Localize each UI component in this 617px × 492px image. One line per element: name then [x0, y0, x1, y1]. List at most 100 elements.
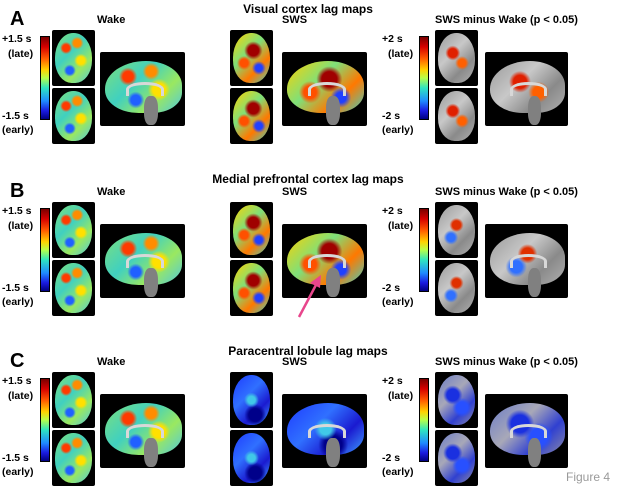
brainstem	[326, 96, 340, 125]
scale-bottom-label: -2 s	[382, 452, 401, 464]
colorbar	[419, 378, 429, 462]
row-title: Medial prefrontal cortex lag maps	[212, 172, 404, 186]
brain-activation-map	[438, 433, 475, 483]
colorbar	[419, 36, 429, 120]
axial-brain-slice	[435, 30, 478, 86]
scale-top-sub: (late)	[8, 220, 34, 232]
brain-activation-map	[233, 263, 270, 313]
corpus-callosum	[307, 253, 346, 269]
panel-title: SWS minus Wake (p < 0.05)	[435, 14, 578, 26]
brain-activation-map	[438, 375, 475, 425]
colorbar	[419, 208, 429, 292]
scale-top-sub: (late)	[8, 390, 34, 402]
brain-activation-map	[438, 263, 475, 313]
axial-brain-slice	[52, 202, 95, 258]
scale-top-label: +2 s	[382, 33, 403, 45]
sagittal-brain-slice	[100, 52, 185, 126]
brain-activation-map	[55, 33, 92, 83]
colorbar	[40, 36, 50, 120]
sagittal-brain-slice	[485, 52, 568, 126]
axial-brain-slice	[52, 372, 95, 428]
scale-bottom-sub: (early)	[2, 124, 34, 136]
scale-top-label: +1.5 s	[2, 205, 32, 217]
axial-brain-slice	[435, 88, 478, 144]
corpus-callosum	[509, 81, 548, 97]
panel-title: SWS minus Wake (p < 0.05)	[435, 356, 578, 368]
sagittal-brain-slice	[485, 394, 568, 468]
scale-top-sub: (late)	[8, 48, 34, 60]
corpus-callosum	[509, 423, 548, 439]
panel-title: Wake	[97, 356, 126, 368]
brain-activation-map	[55, 375, 92, 425]
panel-title: SWS	[282, 14, 308, 26]
axial-brain-slice	[230, 430, 273, 486]
brain-activation-map	[55, 205, 92, 255]
axial-brain-slice	[435, 260, 478, 316]
brain-activation-map	[233, 433, 270, 483]
figure-label: Figure 4	[566, 470, 611, 484]
scale-bottom-label: -1.5 s	[2, 452, 29, 464]
scale-top-label: +2 s	[382, 375, 403, 387]
axial-brain-slice	[52, 88, 95, 144]
panel-title: SWS	[282, 356, 308, 368]
corpus-callosum	[307, 81, 346, 97]
brain-activation-map	[55, 263, 92, 313]
brain-activation-map	[438, 205, 475, 255]
brainstem	[144, 268, 158, 297]
panel-title: SWS	[282, 186, 308, 198]
scale-top-sub: (late)	[388, 220, 414, 232]
sagittal-brain-slice	[485, 224, 568, 298]
axial-brain-slice	[52, 30, 95, 86]
panel-title: Wake	[97, 14, 126, 26]
corpus-callosum	[125, 423, 164, 439]
brain-activation-map	[55, 433, 92, 483]
scale-bottom-label: -2 s	[382, 282, 401, 294]
colorbar	[40, 378, 50, 462]
panel-letter: A	[10, 8, 25, 30]
brain-activation-map	[438, 91, 475, 141]
colorbar	[40, 208, 50, 292]
axial-brain-slice	[230, 202, 273, 258]
scale-bottom-label: -2 s	[382, 110, 401, 122]
sagittal-brain-slice	[282, 394, 367, 468]
axial-brain-slice	[230, 372, 273, 428]
axial-brain-slice	[435, 430, 478, 486]
row-title: Paracentral lobule lag maps	[228, 344, 388, 358]
scale-top-label: +1.5 s	[2, 375, 32, 387]
axial-brain-slice	[52, 430, 95, 486]
sagittal-brain-slice	[282, 224, 367, 298]
scale-top-sub: (late)	[388, 390, 414, 402]
panel-title: Wake	[97, 186, 126, 198]
row-title: Visual cortex lag maps	[243, 2, 373, 16]
corpus-callosum	[125, 81, 164, 97]
scale-bottom-sub: (early)	[382, 124, 414, 136]
scale-bottom-sub: (early)	[382, 296, 414, 308]
scale-bottom-label: -1.5 s	[2, 282, 29, 294]
brain-activation-map	[233, 91, 270, 141]
axial-brain-slice	[230, 30, 273, 86]
scale-top-label: +2 s	[382, 205, 403, 217]
panel-letter: B	[10, 180, 25, 202]
brainstem	[326, 268, 340, 297]
brainstem	[528, 268, 542, 297]
axial-brain-slice	[52, 260, 95, 316]
axial-brain-slice	[435, 372, 478, 428]
brain-activation-map	[233, 205, 270, 255]
panel-letter: C	[10, 350, 25, 372]
scale-bottom-label: -1.5 s	[2, 110, 29, 122]
corpus-callosum	[509, 253, 548, 269]
brain-activation-map	[438, 33, 475, 83]
scale-bottom-sub: (early)	[2, 466, 34, 478]
brainstem	[144, 438, 158, 467]
scale-bottom-sub: (early)	[382, 466, 414, 478]
brain-activation-map	[233, 33, 270, 83]
pink-arrow-icon	[297, 275, 321, 318]
sagittal-brain-slice	[100, 224, 185, 298]
brain-activation-map	[55, 91, 92, 141]
brain-activation-map	[233, 375, 270, 425]
brainstem	[326, 438, 340, 467]
brainstem	[144, 96, 158, 125]
corpus-callosum	[125, 253, 164, 269]
brainstem	[528, 96, 542, 125]
sagittal-brain-slice	[282, 52, 367, 126]
